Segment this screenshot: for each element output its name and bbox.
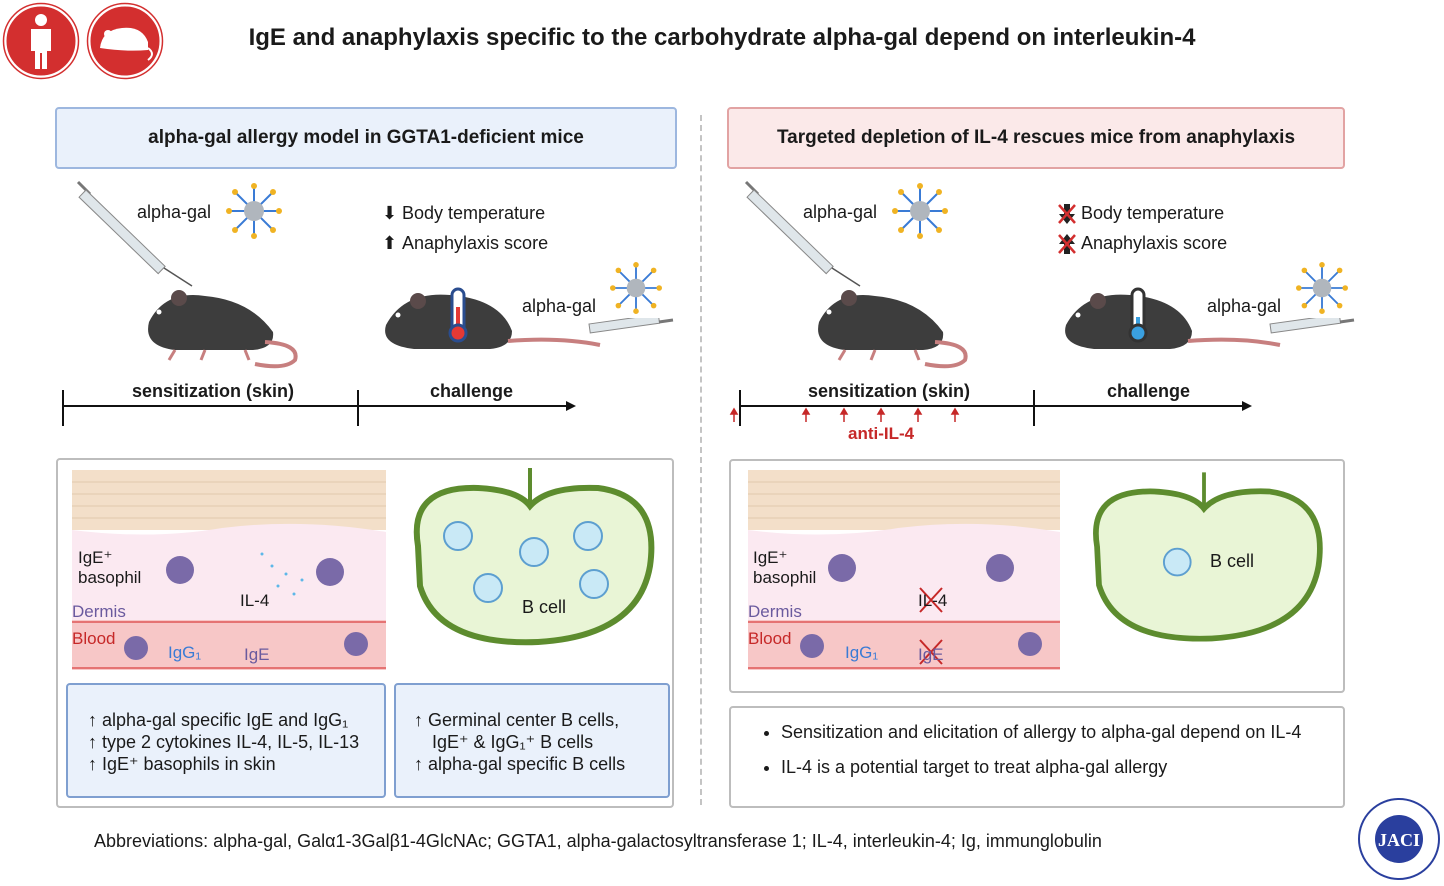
human-icon [2,2,80,80]
effect-anaphylaxis-score: Anaphylaxis score [402,233,549,253]
blood-label: Blood [748,629,792,648]
crossed-arrow-icon [1058,234,1076,254]
alpha-gal-label-challenge: alpha-gal [522,296,597,316]
timeline-arrow [729,390,1252,426]
ige-label: IgE [918,645,944,664]
timeline-challenge-label: challenge [1107,381,1191,401]
skin-tissue-illustration [748,470,1060,670]
mouse-sensitization-illustration [818,290,968,369]
lymph-findings-box: ↑ Germinal center B cells, IgE⁺ & IgG₁⁺ … [394,683,670,798]
left-panel-header: alpha-gal allergy model in GGTA1-deficie… [55,107,677,169]
timeline-sensitization-label: sensitization (skin) [808,381,971,401]
syringe-icon [1269,318,1355,334]
conclusions-box: Sensitization and elicitation of allergy… [729,706,1345,808]
up-arrow-icon: ⬆ [382,233,398,253]
ige-basophil-label: IgE⁺ basophil [78,548,142,587]
effect-body-temperature: Body temperature [1081,203,1225,223]
skin-tissue-illustration [72,470,386,670]
finding-item: ↑ Germinal center B cells, [414,710,620,730]
timeline-sensitization-label: sensitization (skin) [132,381,295,401]
alpha-gal-label: alpha-gal [137,202,212,222]
alpha-gal-molecule-icon [610,262,662,314]
dermis-label: Dermis [748,602,802,621]
down-arrow-icon: ⬇ [382,203,398,223]
igg1-label: IgG₁ [168,643,202,662]
mouse-icon [86,2,164,80]
skin-findings-box: ↑ alpha-gal specific IgE and IgG₁ ↑ type… [66,683,386,798]
ige-label: IgE [244,645,270,664]
conclusion-item: Sensitization and elicitation of allergy… [781,722,1343,743]
lymph-node-illustration [413,468,655,646]
alpha-gal-molecule-icon [892,183,948,239]
timeline-challenge-label: challenge [430,381,514,401]
mouse-challenge-illustration [1065,287,1281,349]
finding-item: ↑ alpha-gal specific B cells [414,754,626,774]
effect-anaphylaxis-score: Anaphylaxis score [1081,233,1228,253]
page-title: IgE and anaphylaxis specific to the carb… [248,24,1196,51]
b-cell-label: B cell [522,597,567,617]
timeline-arrow [62,390,576,426]
section-divider [700,115,702,805]
svg-text:JACI: JACI [1378,830,1420,850]
alpha-gal-molecule-icon [1296,262,1348,314]
finding-item: ↑ alpha-gal specific IgE and IgG₁ [88,710,349,730]
il4-label: IL-4 [240,591,270,610]
abbreviations-footnote: Abbreviations: alpha-gal, Galα1-3Galβ1-4… [94,831,1102,851]
anti-il4-label: anti-IL-4 [848,424,915,443]
igg1-label: IgG₁ [845,643,879,662]
right-panel-header: Targeted depletion of IL-4 rescues mice … [727,107,1345,169]
finding-item: IgE⁺ & IgG₁⁺ B cells [432,732,594,752]
conclusion-item: IL-4 is a potential target to treat alph… [781,757,1343,778]
mouse-challenge-illustration [385,287,601,349]
effect-body-temperature: Body temperature [402,203,546,223]
syringe-icon [76,180,193,287]
alpha-gal-molecule-icon [226,183,282,239]
syringe-icon [588,318,674,334]
dermis-label: Dermis [72,602,126,621]
blood-label: Blood [72,629,116,648]
b-cell-label: B cell [1210,551,1255,571]
finding-item: ↑ type 2 cytokines IL-4, IL-5, IL-13 [88,732,360,752]
syringe-icon [744,180,861,287]
jaci-logo: JACI [1358,798,1440,880]
mouse-sensitization-illustration [148,290,298,369]
ige-basophil-label: IgE⁺ basophil [753,548,817,587]
alpha-gal-label: alpha-gal [803,202,878,222]
crossed-arrow-icon [1058,204,1076,224]
finding-item: ↑ IgE⁺ basophils in skin [88,754,276,774]
il4-label: IL-4 [918,591,948,610]
lymph-node-illustration [1093,472,1323,642]
alpha-gal-label-challenge: alpha-gal [1207,296,1282,316]
